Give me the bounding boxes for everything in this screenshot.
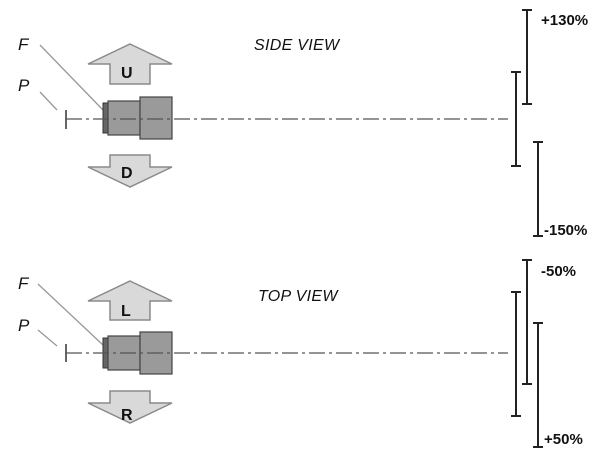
top-view-range-bottom-label: +50% <box>544 431 583 448</box>
side-view-arrow-up-label: U <box>121 65 133 82</box>
side-view-range-bars <box>511 9 543 237</box>
top-view-arrow-down-label: R <box>121 407 133 424</box>
side-view-label-p: P <box>18 76 30 95</box>
top-view-arrow-down: R <box>87 390 173 424</box>
side-view-arrow-down-label: D <box>121 165 133 182</box>
side-view-arrow-down: D <box>87 154 173 188</box>
top-view-arrow-up-label: L <box>121 303 131 320</box>
top-view-range-top-label: -50% <box>541 263 576 280</box>
top-view-panel: TOP VIEW F P L R <box>18 259 583 448</box>
top-view-arrow-up: L <box>87 280 173 321</box>
side-view-lens <box>102 96 173 140</box>
side-view-range-top-label: +130% <box>541 12 588 29</box>
side-view-f-leader <box>39 44 104 111</box>
top-view-range-bars <box>511 259 543 448</box>
side-view-p-leader <box>39 91 58 111</box>
side-view-title: SIDE VIEW <box>254 37 341 54</box>
top-view-f-leader <box>37 283 104 346</box>
top-view-p-leader <box>37 329 58 347</box>
side-view-arrow-up: U <box>87 43 173 85</box>
side-view-label-f: F <box>18 35 30 54</box>
top-view-label-f: F <box>18 274 30 293</box>
top-view-label-p: P <box>18 316 30 335</box>
side-view-panel: SIDE VIEW F P U D <box>18 9 588 239</box>
side-view-range-bottom-label: -150% <box>544 222 587 239</box>
top-view-title: TOP VIEW <box>258 288 339 305</box>
